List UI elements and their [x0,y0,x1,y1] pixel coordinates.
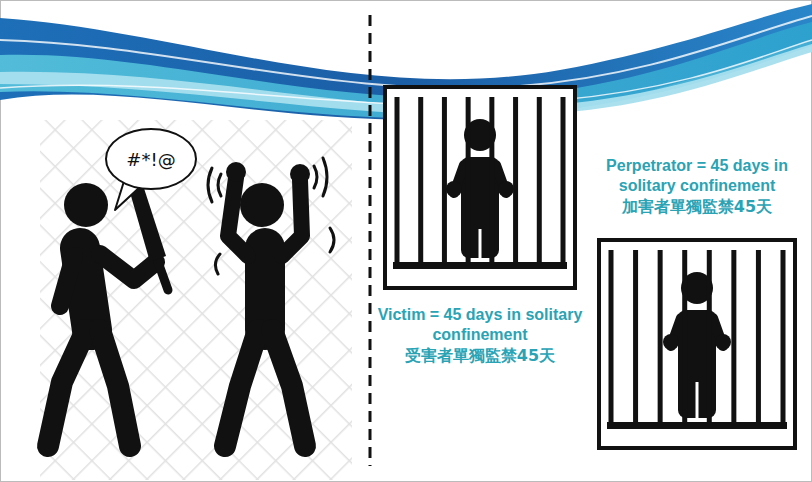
wave-banner-part [0,16,812,88]
divider-line [369,15,372,466]
shake-marks-part [314,166,317,188]
shake-marks [208,158,334,274]
cell-bar [609,250,614,424]
cell-bar [418,97,423,264]
cell-bars [611,250,783,424]
cell-bars [397,97,563,264]
cell-bar [561,97,566,264]
caption-block: Perpetrator = 45 days in solitary confin… [577,156,812,218]
prisoner-figure-part [498,181,514,197]
cell-bar [513,97,518,264]
cell-base-bar [393,262,567,269]
attacker-figure-part [158,262,168,290]
cell-bar [658,250,663,424]
caption-chinese: 加害者單獨監禁45天 [577,196,812,218]
fence-lattice [40,120,352,480]
attacker-figure-part [100,330,130,446]
victim-figure-part [225,330,258,446]
prisoner-figure-part [715,334,731,350]
prisoner-figure [446,119,514,258]
jail-cell: Victim = 45 days in solitary confinement… [383,85,577,290]
victim-figure-part [228,178,248,256]
cell-bar [442,97,447,264]
victim-figure [225,162,310,446]
jail-cell: Perpetrator = 45 days in solitary confin… [597,238,797,450]
cell-base-bar [607,422,787,429]
shake-marks-part [208,168,212,202]
shake-marks-part [215,254,220,274]
caption-block: Victim = 45 days in solitary confinement… [358,305,602,367]
jail-cell-icon [387,89,573,286]
cell-bar [781,250,786,424]
attacker-figure-part [64,183,108,227]
caption-english: Perpetrator = 45 days in solitary confin… [577,156,812,196]
shake-marks-part [323,158,327,196]
cell-bar [633,250,638,424]
victim-figure-part [272,330,305,446]
caption-chinese: 受害者單獨監禁45天 [358,345,602,367]
bubble-joint [126,180,139,185]
speech-text: #*!@ [105,128,197,190]
cell-bar [537,97,542,264]
victim-figure-part [282,180,302,256]
attacker-figure-part [48,330,86,446]
victim-figure-part [226,162,246,182]
victim-figure-part [240,183,284,227]
victim-figure-part [290,164,310,184]
cell-bar [707,250,712,424]
cell-bar [395,97,400,264]
attacker-figure-part [60,256,74,306]
cell-bar [756,250,761,424]
cell-bar [682,250,687,424]
cell-bar [731,250,736,424]
shake-marks-part [330,228,334,252]
caption-english: Victim = 45 days in solitary confinement [358,305,602,345]
cell-bar [466,97,471,264]
shake-marks-part [218,174,221,196]
prisoner-figure-part [446,181,462,197]
jail-cell-icon [601,242,793,446]
prisoner-figure-part [663,334,679,350]
prisoner-figure [663,272,731,418]
attacker-figure [48,156,168,446]
speech-bubble: #*!@ [105,128,197,194]
cell-bar [489,97,494,264]
bubble-ellipse [106,129,196,189]
leg-gap [696,382,699,418]
attacker-figure-part [100,254,156,280]
leg-gap [479,229,482,258]
